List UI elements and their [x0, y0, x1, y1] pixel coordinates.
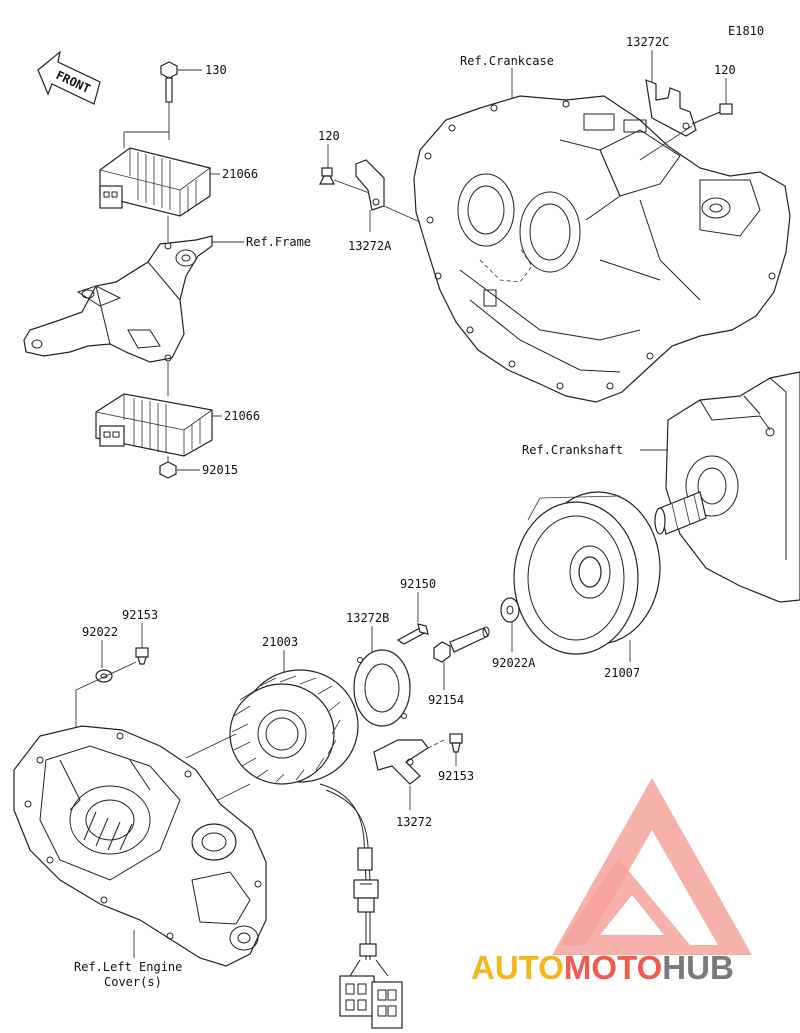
- crankcase: [413, 95, 791, 403]
- clamp-13272a: [355, 159, 421, 223]
- front-arrow: FRONT: [37, 50, 101, 105]
- watermark-word-moto: MOTO: [564, 949, 662, 986]
- part-label-92153-top: 92153: [122, 608, 158, 622]
- part-label-13272a: 13272A: [348, 239, 392, 253]
- part-label-92150: 92150: [400, 577, 436, 591]
- bolt-92154: [433, 626, 490, 663]
- part-label-92022a: 92022A: [492, 656, 536, 670]
- bolt-92153-right: [449, 733, 463, 753]
- bolt-92150: [396, 623, 429, 645]
- ref-left-engine-cover-label-line2: Cover(s): [104, 975, 162, 989]
- part-label-13272b: 13272B: [346, 611, 389, 625]
- plate-13272b: [353, 649, 411, 727]
- clamp-13272: [373, 739, 445, 785]
- part-label-120-left: 120: [318, 129, 340, 143]
- watermark-word-hub: HUB: [662, 949, 734, 986]
- part-label-21003: 21003: [262, 635, 298, 649]
- diagram-code: E1810: [728, 24, 764, 38]
- washer-92022a: [500, 597, 520, 623]
- svg-text:AUTOMOTOHUB: AUTOMOTOHUB: [471, 949, 734, 986]
- watermark-word-auto: AUTO: [471, 949, 564, 986]
- clamp-13272c: [645, 79, 697, 137]
- bolt-120-left: [319, 167, 373, 195]
- part-label-21066-top: 21066: [222, 167, 258, 181]
- part-label-21007: 21007: [604, 666, 640, 680]
- part-label-92015: 92015: [202, 463, 238, 477]
- frame-bracket: [23, 235, 244, 363]
- rotor-21007: [513, 491, 661, 655]
- part-label-130: 130: [205, 63, 227, 77]
- regulator-rectifier-top: [99, 147, 220, 217]
- crankshaft: [654, 371, 800, 603]
- part-label-92154: 92154: [428, 693, 464, 707]
- part-label-120-right: 120: [714, 63, 736, 77]
- part-label-92022: 92022: [82, 625, 118, 639]
- ref-frame-label: Ref.Frame: [246, 235, 311, 249]
- part-label-13272: 13272: [396, 815, 432, 829]
- part-label-92153-right: 92153: [438, 769, 474, 783]
- ref-crankcase-label: Ref.Crankcase: [460, 54, 554, 68]
- regulator-rectifier-bottom: [95, 393, 222, 457]
- stator-21003: [229, 669, 359, 785]
- left-engine-cover: [13, 725, 267, 967]
- nut-92015: [159, 461, 200, 479]
- part-label-21066-bottom: 21066: [224, 409, 260, 423]
- ref-left-engine-cover-label-line1: Ref.Left Engine: [74, 960, 182, 974]
- ref-crankshaft-label: Ref.Crankshaft: [522, 443, 623, 457]
- bolt-120-right: [639, 103, 733, 161]
- part-label-13272c: 13272C: [626, 35, 669, 49]
- watermark-logo: AUTOMOTOHUB: [471, 778, 752, 986]
- bolt-130: [160, 61, 202, 103]
- washer-92022: [95, 669, 113, 683]
- bolt-92153-top: [135, 647, 149, 665]
- stator-harness: [319, 783, 403, 1029]
